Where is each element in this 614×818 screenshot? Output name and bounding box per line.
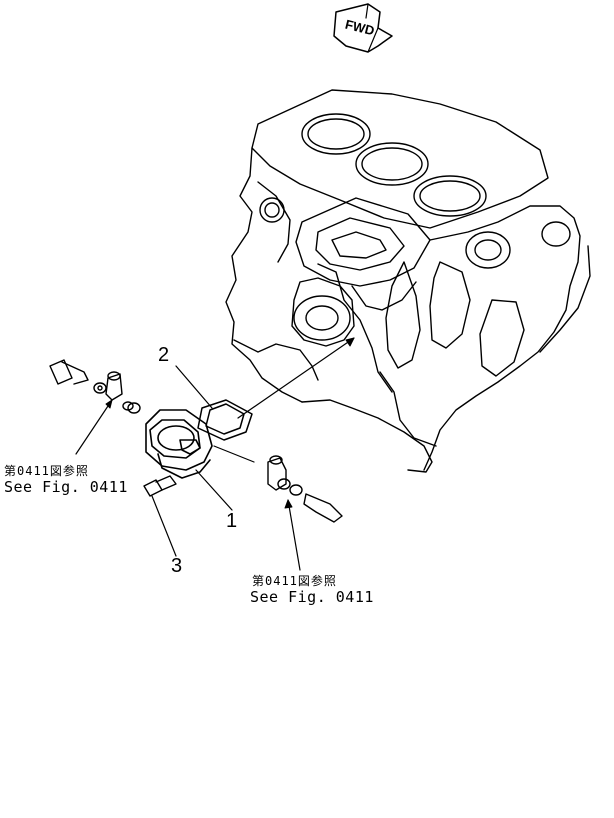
thermostat-housing-part: [145, 409, 255, 479]
bolt-part: [143, 475, 177, 497]
gasket-part: [197, 399, 253, 441]
leader-part-3: [151, 495, 177, 557]
left-fitting-group: [49, 359, 141, 414]
leader-left-ref: [75, 399, 113, 455]
leader-block: [237, 337, 355, 419]
leader-part-2: [175, 365, 213, 409]
right-reference-jp: 第0411図参照: [252, 574, 337, 588]
callout-part-3: 3: [171, 555, 183, 577]
left-reference-en: See Fig. 0411: [4, 478, 128, 496]
callout-part-2: 2: [158, 344, 170, 366]
left-reference-jp: 第0411図参照: [4, 464, 89, 478]
leader-part-1: [195, 469, 233, 511]
right-fitting-group: [267, 455, 343, 523]
engine-block: [225, 89, 591, 473]
right-reference-en: See Fig. 0411: [250, 588, 374, 606]
fwd-arrow-icon: [333, 3, 393, 53]
callout-part-1: 1: [226, 510, 238, 532]
leader-right-ref: [287, 499, 301, 571]
